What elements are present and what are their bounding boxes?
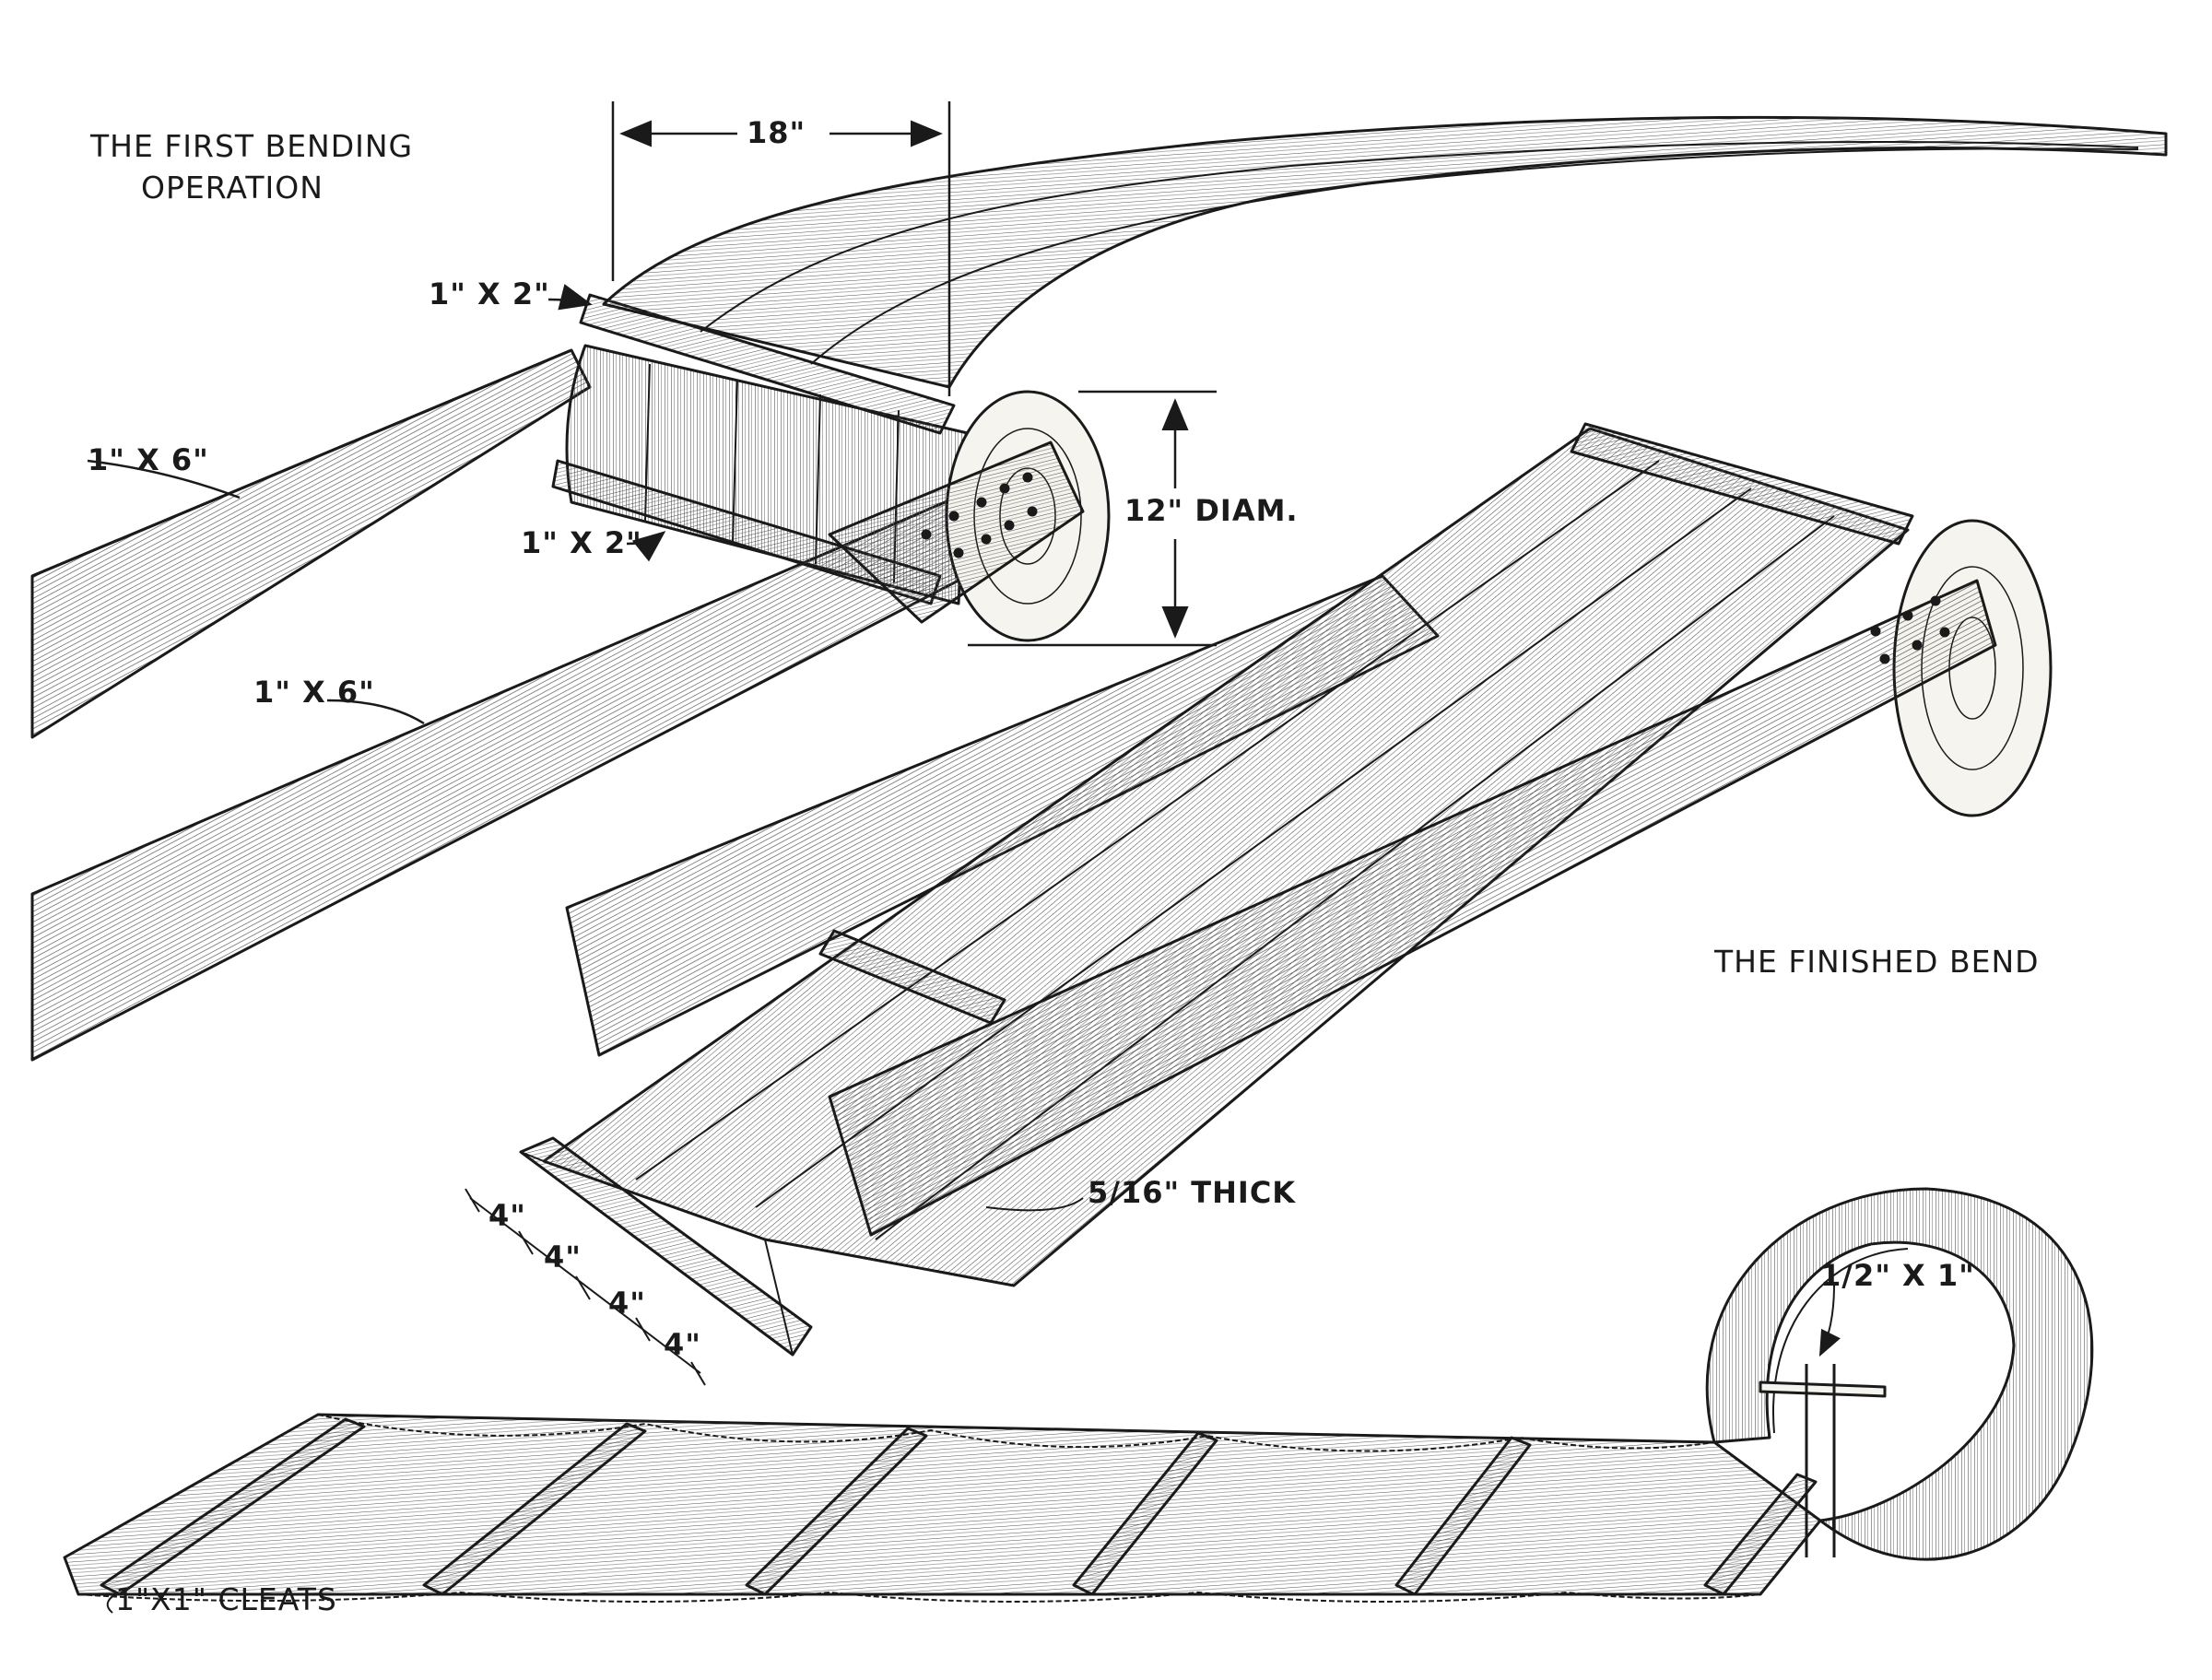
spacing-dimension [465,1188,1084,1386]
toboggan-cleat [1703,1473,1818,1596]
spacing-label-3: 4" [608,1286,646,1321]
toboggan-cleat [1072,1431,1218,1596]
finished-top-cleat [1570,422,1914,546]
toboggan-cleat [745,1427,928,1596]
spacing-label-1: 4" [488,1198,526,1233]
dimension-lines [87,101,1217,725]
spacing-label-2: 4" [544,1239,582,1275]
dimension-rail-front: 1" X 6" [253,675,375,710]
dimension-crossbar: 1/2" X 1" [1820,1258,1975,1293]
toboggan-leaders [106,1285,1841,1614]
toboggan-cleat [1394,1436,1532,1596]
side-strap [828,441,1085,624]
dimension-rail-left: 1" X 6" [88,442,209,477]
dimension-thickness: 5/16" THICK [1088,1175,1297,1210]
top-cleat [579,293,956,435]
finished-front-rail [828,579,1997,1237]
dimension-18-inch: 18" [747,115,806,150]
first-bending-illustration [30,115,2168,1062]
toboggan-cleat [422,1422,647,1596]
dimension-top-cleat: 1" X 2" [429,276,550,311]
toboggan-crossbar [1759,1380,1887,1398]
dimension-lower-cleat: 1" X 2" [521,525,642,560]
finished-bend-illustration [519,422,2053,1357]
bent-strips [602,115,2168,389]
toboggan-illustration [63,1187,2094,1603]
dimension-diameter: 12" DIAM. [1124,493,1299,528]
toboggan-cleat [100,1417,366,1596]
finished-bend-title: THE FINISHED BEND [1714,944,2040,980]
toboggan-curl [1705,1187,2094,1561]
first-bending-title: THE FIRST BENDING [90,128,414,164]
toboggan-side-rope [317,1414,1715,1452]
first-bending-title-line2: OPERATION [141,170,324,206]
dimension-cleats: 1"X1" CLEATS [115,1581,337,1617]
spacing-label-4: 4" [664,1327,701,1362]
